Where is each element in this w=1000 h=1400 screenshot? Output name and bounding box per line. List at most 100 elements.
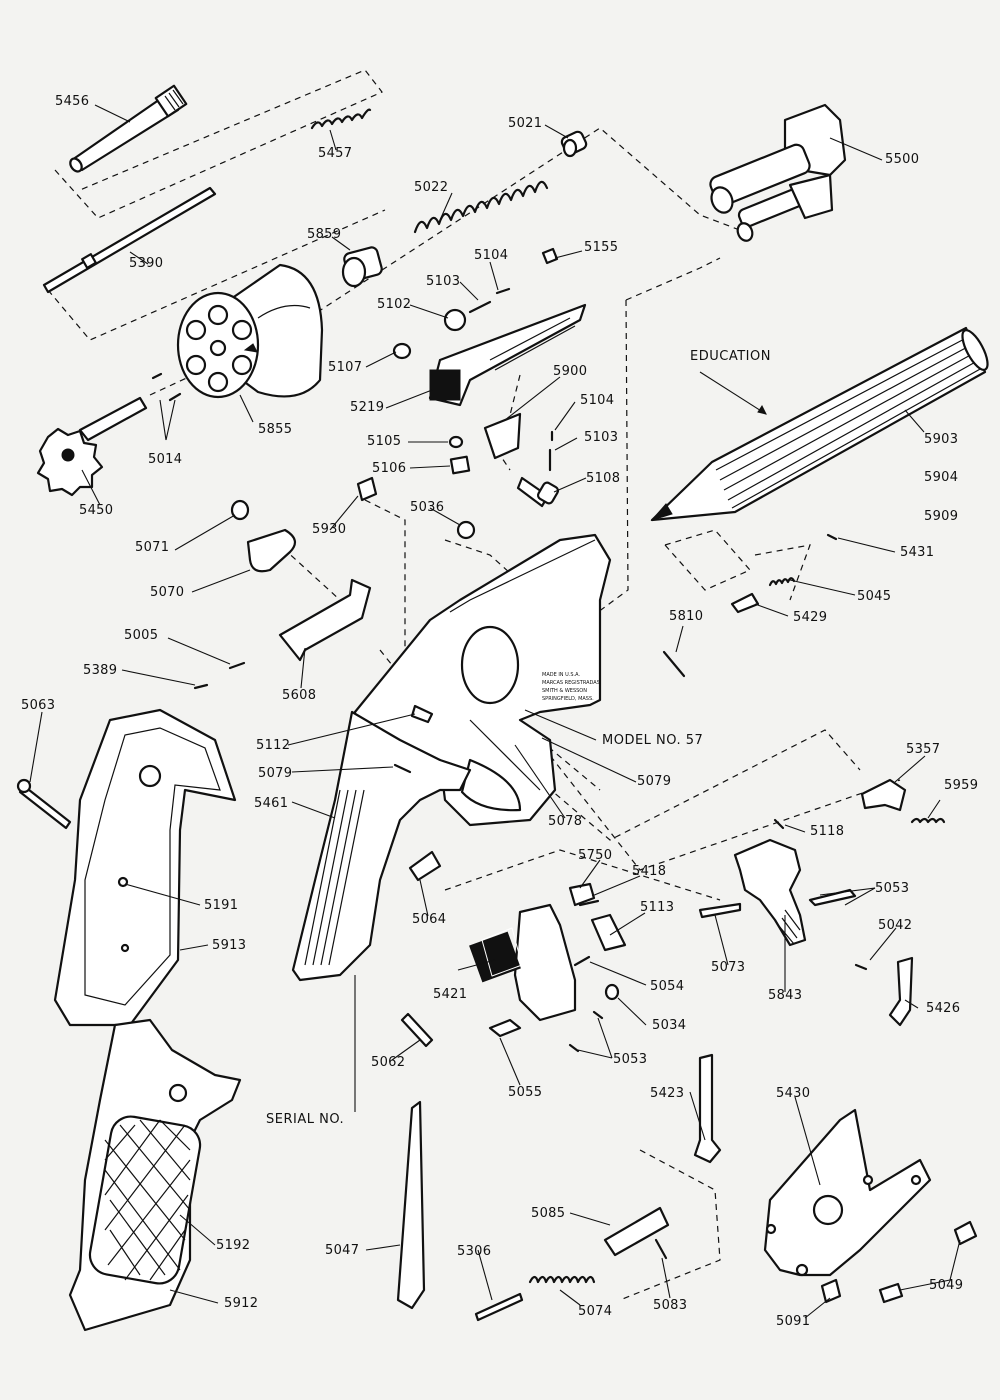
- part-label-p5903: 5903: [924, 432, 959, 447]
- part-5034-pin: [604, 983, 620, 1001]
- part-label-p5103b: 5103: [584, 430, 619, 445]
- part-label-p5108: 5108: [586, 471, 621, 486]
- part-label-p5913: 5913: [212, 938, 247, 953]
- part-5108-screw: [516, 476, 560, 508]
- part-label-p5049: 5049: [929, 1278, 964, 1293]
- part-label-p5389: 5389: [83, 663, 118, 678]
- svg-text:SPRINGFIELD, MASS.: SPRINGFIELD, MASS.: [542, 696, 594, 702]
- part-5429-plunger: [730, 592, 760, 614]
- part-5103-spring: [468, 300, 492, 314]
- part-5426-stirrup: [888, 956, 914, 1027]
- part-5049-screw-b: [878, 1282, 904, 1304]
- svg-text:SMITH & WESSON: SMITH & WESSON: [542, 688, 587, 694]
- leader-lines: [29, 104, 961, 1319]
- part-label-p5079a: 5079: [258, 766, 293, 781]
- part-5053-pin-a: [592, 1010, 604, 1020]
- part-label-p5855: 5855: [258, 422, 293, 437]
- part-5430-side-plate: [763, 1108, 932, 1277]
- part-label-p5104b: 5104: [580, 393, 615, 408]
- part-label-p5118: 5118: [810, 824, 845, 839]
- part-5912-checkered-grip: [68, 1018, 242, 1332]
- part-5064-screw: [408, 850, 442, 882]
- part-5421-trigger: [469, 903, 577, 1022]
- part-label-p5036: 5036: [410, 500, 445, 515]
- part-label-p5430: 5430: [776, 1086, 811, 1101]
- part-label-p5103a: 5103: [426, 274, 461, 289]
- part-label-p5042: 5042: [878, 918, 913, 933]
- part-label-p5062: 5062: [371, 1055, 406, 1070]
- part-5055-lever: [488, 1018, 522, 1038]
- part-label-p5843: 5843: [768, 988, 803, 1003]
- part-5219-rear-sight: [428, 303, 587, 407]
- part-label-p5063: 5063: [21, 698, 56, 713]
- part-5113-lever: [590, 913, 627, 952]
- part-label-p5104a: 5104: [474, 248, 509, 263]
- part-label-p5219: 5219: [350, 400, 385, 415]
- part-label-p5054: 5054: [650, 979, 685, 994]
- part-label-p5959: 5959: [944, 778, 979, 793]
- part-5005-spring: [228, 661, 246, 670]
- part-label-p5034: 5034: [652, 1018, 687, 1033]
- part-5843-hammer: [733, 838, 857, 947]
- part-5389-pin: [193, 683, 209, 690]
- part-5859-bushing: [341, 246, 383, 288]
- part-5014-pin-b: [168, 392, 182, 402]
- part-5045-spring: [768, 577, 796, 587]
- part-5461-grip-frame: [291, 710, 472, 982]
- part-label-p5022: 5022: [414, 180, 449, 195]
- part-5750-rebound: [568, 882, 596, 907]
- part-label-p5457: 5457: [318, 146, 353, 161]
- part-5014-pin-a: [151, 372, 163, 380]
- part-5053-pin-b: [568, 1043, 580, 1053]
- svg-text:MADE IN U.S.A.: MADE IN U.S.A.: [542, 672, 580, 678]
- part-5063-screw: [16, 778, 72, 830]
- part-label-p5390: 5390: [129, 256, 164, 271]
- part-label-p5426: 5426: [926, 1001, 961, 1016]
- part-5306-pin: [474, 1292, 524, 1322]
- part-5810-pin: [662, 650, 686, 678]
- part-label-p5055: 5055: [508, 1085, 543, 1100]
- part-5930-screw: [356, 476, 378, 502]
- part-5042-pin: [854, 963, 868, 971]
- part-5062-pin: [400, 1012, 434, 1048]
- part-5022-spring: [413, 180, 549, 234]
- part-5112-screw: [410, 704, 434, 724]
- part-5608-bolt: [278, 578, 372, 662]
- part-5457-spring: [310, 108, 372, 130]
- part-label-p5102: 5102: [377, 297, 412, 312]
- part-5079-pin: [393, 763, 412, 774]
- part-label-p5859: 5859: [307, 227, 342, 242]
- part-5456-extractor-rod: [69, 84, 188, 173]
- part-5418-spring: [578, 899, 600, 907]
- part-5054-spring: [573, 955, 591, 967]
- part-label-p5191: 5191: [204, 898, 239, 913]
- part-5047-mainspring: [396, 1100, 426, 1310]
- part-label-p5418: 5418: [632, 864, 667, 879]
- part-label-p5053a: 5053: [875, 881, 910, 896]
- part-label-p5357: 5357: [906, 742, 941, 757]
- svg-text:MARCAS REGISTRADAS: MARCAS REGISTRADAS: [542, 680, 600, 686]
- part-label-p5810: 5810: [669, 609, 704, 624]
- part-5106-nut: [449, 455, 471, 475]
- part-label-p5070: 5070: [150, 585, 185, 600]
- part-5074-spring: [528, 1275, 596, 1284]
- part-5431-pin: [826, 533, 838, 541]
- part-5390-center-pin: [42, 186, 217, 294]
- part-label-p5750: 5750: [578, 848, 613, 863]
- part-label-p5074: 5074: [578, 1304, 613, 1319]
- part-5036-nut: [456, 520, 476, 540]
- part-label-p5421: 5421: [433, 987, 468, 1002]
- part-label-p5021: 5021: [508, 116, 543, 131]
- part-5903-pencil: [650, 326, 989, 522]
- part-5855-cylinder: [176, 263, 324, 399]
- part-5070-thumbpiece: [246, 528, 297, 573]
- part-label-p5461: 5461: [254, 796, 289, 811]
- part-5155-screw: [541, 247, 559, 265]
- part-5423-hand: [693, 1053, 722, 1164]
- part-label-p5456: 5456: [55, 94, 90, 109]
- part-label-p5014: 5014: [148, 452, 183, 467]
- part-label-p5083: 5083: [653, 1298, 688, 1313]
- part-label-p5306: 5306: [457, 1244, 492, 1259]
